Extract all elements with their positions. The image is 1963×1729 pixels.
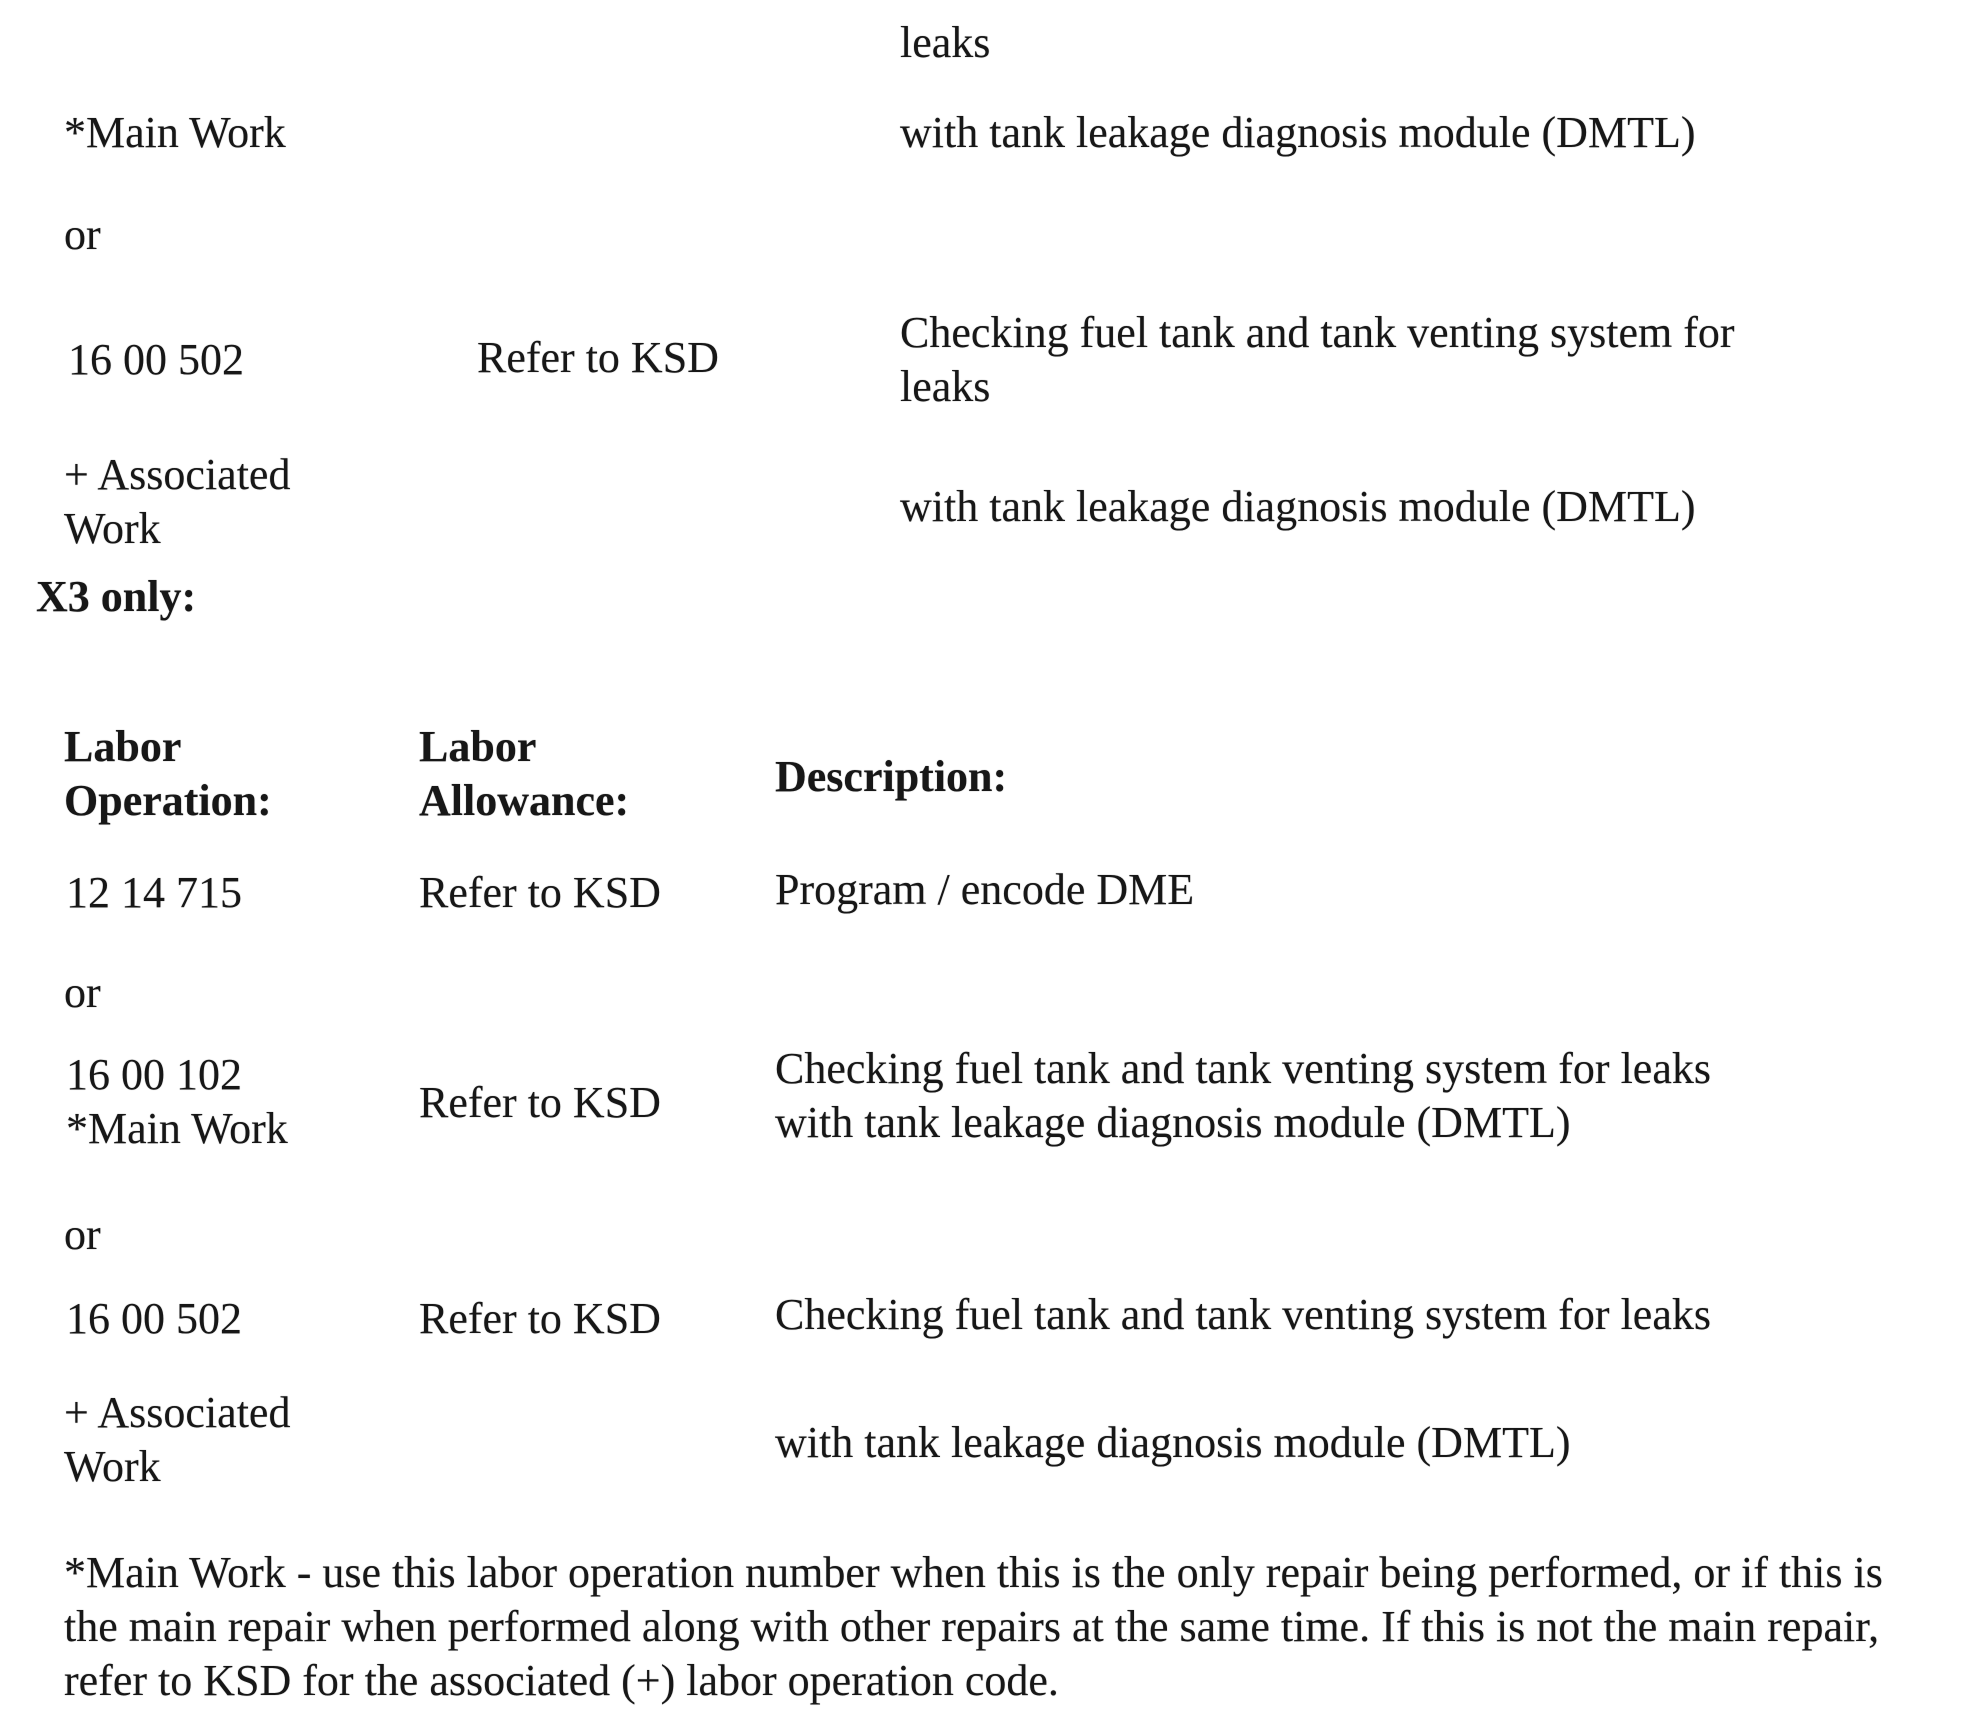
x3-or-separator-1: or [64, 968, 101, 1017]
continued-description-dmtl-cell: with tank leakage diagnosis module (DMTL… [900, 108, 1696, 157]
x3-labor-allowance-cell-1: Refer to KSD [419, 868, 661, 917]
x3-description-program-encode-dme-cell: Program / encode DME [775, 865, 1195, 914]
main-work-footnote: *Main Work - use this labor operation nu… [64, 1548, 1883, 1705]
continued-description-leaks-cell: leaks [900, 18, 991, 67]
x3-header-labor-allowance: Labor Allowance: [419, 722, 630, 825]
continued-description-dmtl-cell-2: with tank leakage diagnosis module (DMTL… [900, 482, 1696, 531]
x3-header-description: Description: [775, 752, 1008, 801]
x3-description-checking-dmtl-cell: Checking fuel tank and tank venting syst… [775, 1044, 1711, 1147]
x3-header-labor-operation: Labor Operation: [64, 722, 272, 825]
continued-labor-operation-1600502-cell: 16 00 502 [68, 335, 244, 384]
x3-labor-operation-1600102-cell: 16 00 102 *Main Work [66, 1050, 288, 1153]
continued-labor-operation-main-work-cell: *Main Work [64, 108, 286, 157]
x3-labor-allowance-cell-3: Refer to KSD [419, 1294, 661, 1343]
x3-description-dmtl-cell: with tank leakage diagnosis module (DMTL… [775, 1418, 1571, 1467]
continued-labor-allowance-cell: Refer to KSD [477, 333, 719, 382]
x3-labor-operation-associated-work-cell: + Associated Work [64, 1388, 291, 1491]
x3-labor-allowance-cell-2: Refer to KSD [419, 1078, 661, 1127]
x3-or-separator-2: or [64, 1210, 101, 1259]
x3-labor-operation-1600502-cell: 16 00 502 [66, 1294, 242, 1343]
x3-labor-operation-1214715-cell: 12 14 715 [66, 868, 242, 917]
section-heading-x3-only: X3 only: [36, 572, 197, 621]
continued-or-separator: or [64, 210, 101, 259]
continued-labor-operation-associated-work-cell: + Associated Work [64, 450, 291, 553]
continued-description-checking-cell: Checking fuel tank and tank venting syst… [900, 308, 1735, 411]
x3-description-checking-cell: Checking fuel tank and tank venting syst… [775, 1290, 1711, 1339]
